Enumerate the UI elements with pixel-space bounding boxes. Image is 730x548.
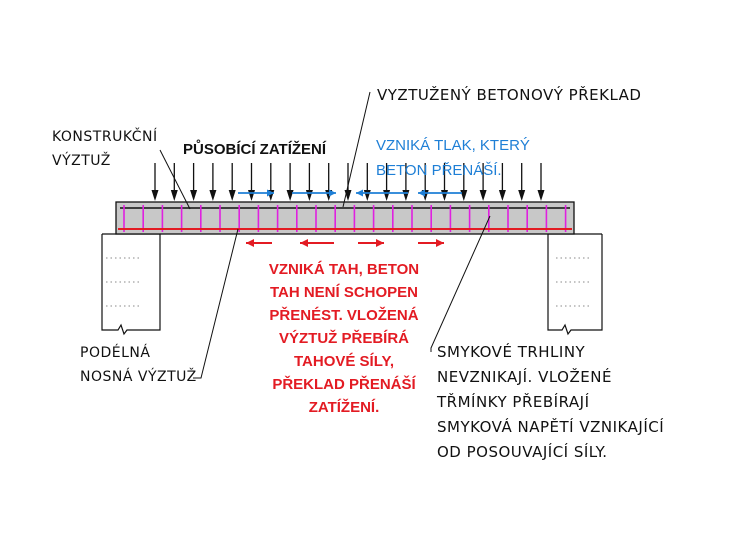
load-arrow-head (170, 190, 178, 201)
right-support (547, 233, 603, 336)
label-shear-line5: OD POSOUVAJÍCÍ SÍLY. (437, 443, 608, 461)
load-arrow-head (537, 190, 545, 201)
leader-construction (159, 149, 191, 210)
load-arrow-head (460, 190, 468, 201)
compression-arrows (238, 189, 462, 197)
load-arrow-head (248, 190, 255, 201)
label-shear-line3: TŘMÍNKY PŘEBÍRAJÍ (437, 393, 590, 411)
label-tension-line6: PŘEKLAD PŘENÁŠÍ (272, 376, 416, 393)
label-lintel: VYZTUŽENÝ BETONOVÝ PŘEKLAD (377, 86, 642, 104)
load-arrow-head (305, 190, 313, 201)
leader-longitudinal (193, 228, 239, 379)
label-tension-line4: VÝZTUŽ PŘEBÍRÁ (278, 330, 409, 347)
label-load: PŮSOBÍCÍ ZATÍŽENÍ (183, 141, 327, 158)
tension-arrows (246, 239, 444, 247)
label-longitudinal-line2: NOSNÁ VÝZTUŽ (80, 369, 197, 385)
leader-shear (430, 215, 491, 352)
load-arrow-head (383, 190, 391, 201)
load-arrow-head (498, 190, 506, 201)
label-compression-line2: BETON PŘENÁŠÍ. (376, 162, 502, 179)
leader-lines (159, 91, 491, 379)
load-arrow-head (518, 190, 526, 201)
load-arrow-head (228, 190, 236, 201)
label-construction-line1: KONSTRUKČNÍ (52, 129, 158, 145)
load-arrow-head (479, 190, 487, 201)
tension-arrow-head (436, 239, 444, 247)
label-shear-line4: SMYKOVÁ NAPĚTÍ VZNIKAJÍCÍ (437, 418, 665, 436)
compression-arrow-head (329, 189, 336, 197)
label-construction-line2: VÝZTUŽ (52, 153, 111, 169)
compression-arrow-head (418, 189, 425, 197)
label-compression-line1: VZNIKÁ TLAK, KTERÝ (376, 137, 530, 154)
load-arrow-head (363, 190, 371, 201)
label-tension-line7: ZATÍŽENÍ. (308, 399, 380, 416)
label-shear-line2: NEVZNIKAJÍ. VLOŽENÉ (437, 368, 612, 386)
load-arrow-head (209, 190, 217, 201)
tension-arrow-head (376, 239, 384, 247)
label-tension-line2: TAH NENÍ SCHOPEN (269, 284, 419, 301)
tension-arrow-head (246, 239, 254, 247)
label-tension-line5: TAHOVÉ SÍLY, (293, 353, 395, 370)
left-support (101, 233, 161, 336)
load-arrow-head (402, 190, 410, 201)
leader-lintel (342, 91, 371, 208)
label-longitudinal-line1: PODÉLNÁ (80, 345, 151, 361)
load-arrow-head (441, 190, 448, 201)
label-tension-line1: VZNIKÁ TAH, BETON (268, 261, 420, 278)
compression-arrow-head (267, 189, 274, 197)
label-shear-line1: SMYKOVÉ TRHLINY (437, 343, 586, 361)
load-arrow-head (190, 190, 198, 201)
label-tension-line3: PŘENÉST. VLOŽENÁ (269, 307, 419, 324)
stirrups (123, 205, 567, 232)
tension-arrow-head (300, 239, 308, 247)
load-arrow-head (151, 190, 159, 201)
compression-arrow-head (356, 189, 363, 197)
load-arrow-head (286, 190, 294, 201)
